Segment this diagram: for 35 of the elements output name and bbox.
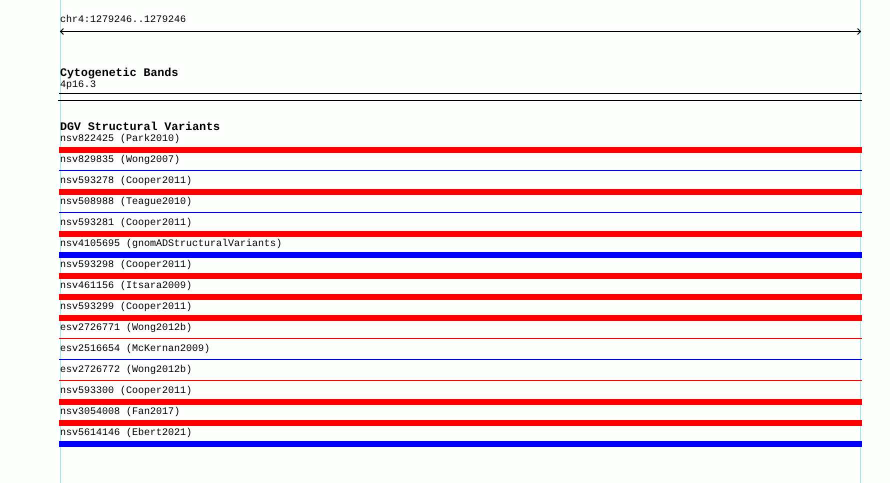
track-heading: DGV Structural Variants [60,120,220,134]
variant-feature [59,218,862,237]
feature-label: nsv593281 (Cooper2011) [59,218,192,230]
feature-label: nsv593300 (Cooper2011) [59,386,192,398]
feature-label: 4p16.3 [59,80,96,92]
variant-feature [59,197,862,213]
feature-label: nsv5614146 (Ebert2021) [59,428,192,440]
variant-feature [59,155,862,171]
track-heading: Cytogenetic Bands [60,67,178,80]
variant-feature [59,365,862,381]
variant-feature [59,176,862,195]
feature-label: nsv593299 (Cooper2011) [59,302,192,314]
variant-feature [59,281,862,300]
feature-label: nsv508988 (Teague2010) [59,197,192,209]
variant-feature [59,428,862,447]
feature-label: esv2516654 (McKernan2009) [59,344,210,356]
coordinate-label: chr4:1279246..1279246 [60,15,186,27]
feature-label: nsv829835 (Wong2007) [59,155,180,167]
feature-label: nsv593298 (Cooper2011) [59,260,192,272]
variant-feature [59,134,862,153]
feature-label: esv2726772 (Wong2012b) [59,365,192,377]
feature-label: nsv3054008 (Fan2017) [59,407,180,419]
feature-label: nsv593278 (Cooper2011) [59,176,192,188]
variant-feature [59,407,862,426]
variant-feature [59,239,862,258]
feature-label: nsv4105695 (gnomADStructuralVariants) [59,239,282,251]
variant-feature [59,323,862,339]
cytoband-feature [59,80,862,94]
variant-feature [59,302,862,321]
variant-feature [59,260,862,279]
variant-feature [59,344,862,360]
feature-label: nsv822425 (Park2010) [59,134,180,146]
feature-label: nsv461156 (Itsara2009) [59,281,192,293]
variant-feature [59,386,862,405]
feature-label: esv2726771 (Wong2012b) [59,323,192,335]
